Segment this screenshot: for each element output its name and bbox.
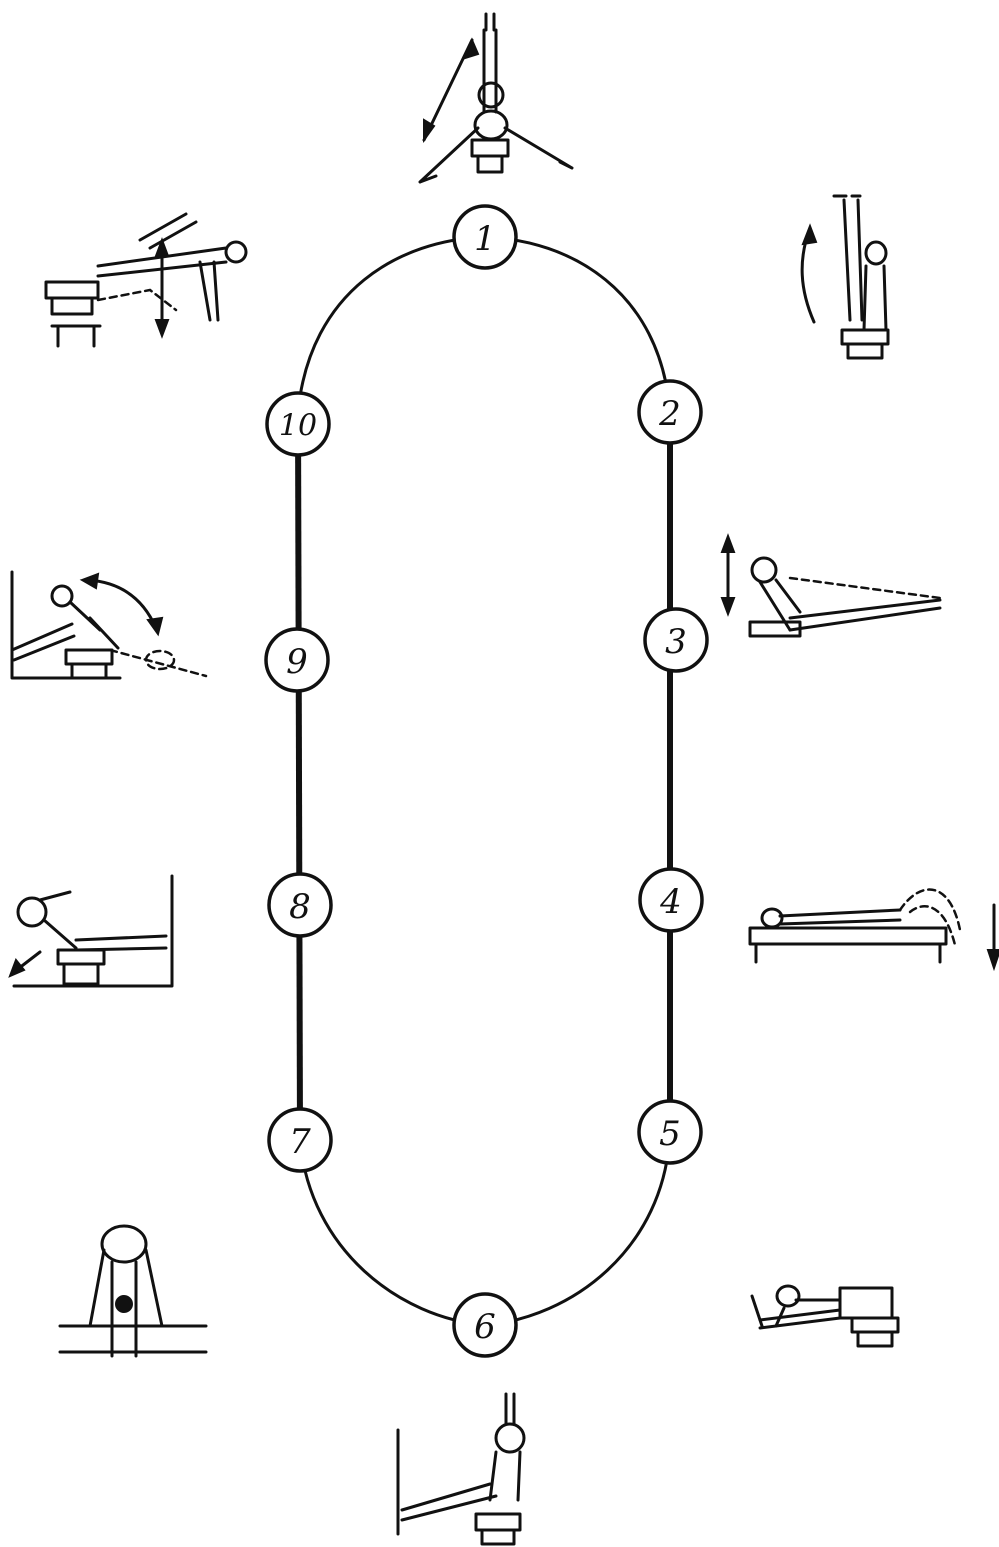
station-7: 7 (269, 1109, 331, 1171)
exercise-7-illustration (60, 1226, 206, 1356)
exercise-1-illustration (420, 14, 572, 182)
station-label: 8 (289, 887, 311, 927)
station-10: 10 (267, 393, 329, 455)
exercise-8-illustration (10, 876, 172, 986)
station-9: 9 (266, 629, 328, 691)
station-label: 5 (659, 1114, 681, 1154)
station-2: 2 (639, 381, 701, 443)
station-8: 8 (269, 874, 331, 936)
station-1: 1 (454, 206, 516, 268)
station-label: 7 (289, 1122, 311, 1162)
station-label: 4 (659, 882, 682, 922)
station-label: 9 (286, 642, 308, 682)
exercise-4-illustration (750, 890, 999, 968)
station-3: 3 (645, 609, 707, 671)
station-6: 6 (454, 1294, 516, 1356)
station-label: 6 (474, 1307, 496, 1347)
exercise-9-illustration (12, 572, 206, 678)
track-left-side (298, 412, 300, 1140)
exercise-3-illustration (722, 536, 940, 636)
station-label: 1 (474, 219, 496, 259)
station-label: 3 (665, 622, 687, 662)
exercise-10-illustration (46, 214, 246, 346)
station-5: 5 (639, 1101, 701, 1163)
station-label: 2 (658, 394, 681, 434)
exercise-5-illustration (752, 1286, 898, 1346)
exercise-2-illustration (802, 196, 888, 358)
exercise-6-illustration (398, 1394, 524, 1544)
station-label: 10 (279, 409, 317, 444)
station-4: 4 (640, 869, 702, 931)
circuit-track (298, 237, 670, 1325)
